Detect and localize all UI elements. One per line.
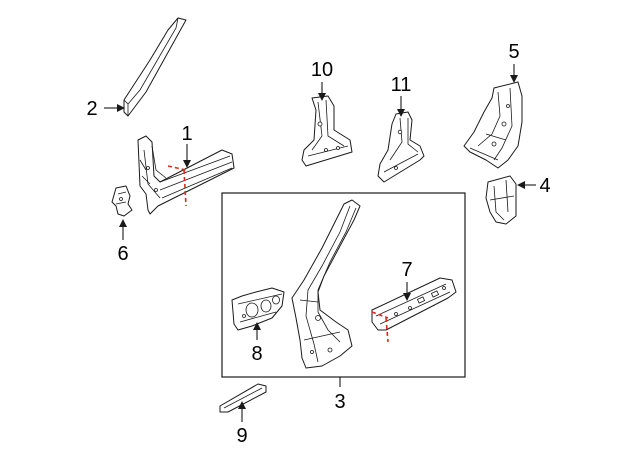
part-5-hinge-pillar[interactable] [463,81,523,169]
assembly-box [221,192,466,378]
cut-line-part-1-top [167,165,187,171]
part-1-rocker-panel[interactable] [137,135,235,215]
callout-6: 6 [117,243,128,265]
part-3-center-pillar[interactable] [291,199,361,369]
callout-8: 8 [251,343,262,365]
part-4-lower-bracket[interactable] [485,175,517,225]
part-8-inner-brace[interactable] [231,287,285,331]
part-10-center-pillar-reinforcement[interactable] [301,95,353,167]
cut-line-part-7-top [371,311,389,319]
part-2-a-pillar-trim[interactable] [123,17,187,117]
callout-10: 10 [311,59,333,81]
callout-4: 4 [539,175,550,197]
part-7-rocker-reinforcement[interactable] [371,277,457,331]
callout-5: 5 [508,41,519,63]
part-9-sill-trim[interactable] [219,383,267,413]
callout-11: 11 [391,74,412,96]
callout-3: 3 [334,391,345,413]
leader-lines [104,64,536,422]
callout-2: 2 [86,98,97,120]
callout-7: 7 [401,259,412,281]
part-11-pillar-bracket[interactable] [377,111,425,183]
cut-line-part-1 [183,169,187,207]
callout-9: 9 [236,425,247,447]
part-6-bracket[interactable] [111,185,133,217]
callout-1: 1 [181,123,192,145]
